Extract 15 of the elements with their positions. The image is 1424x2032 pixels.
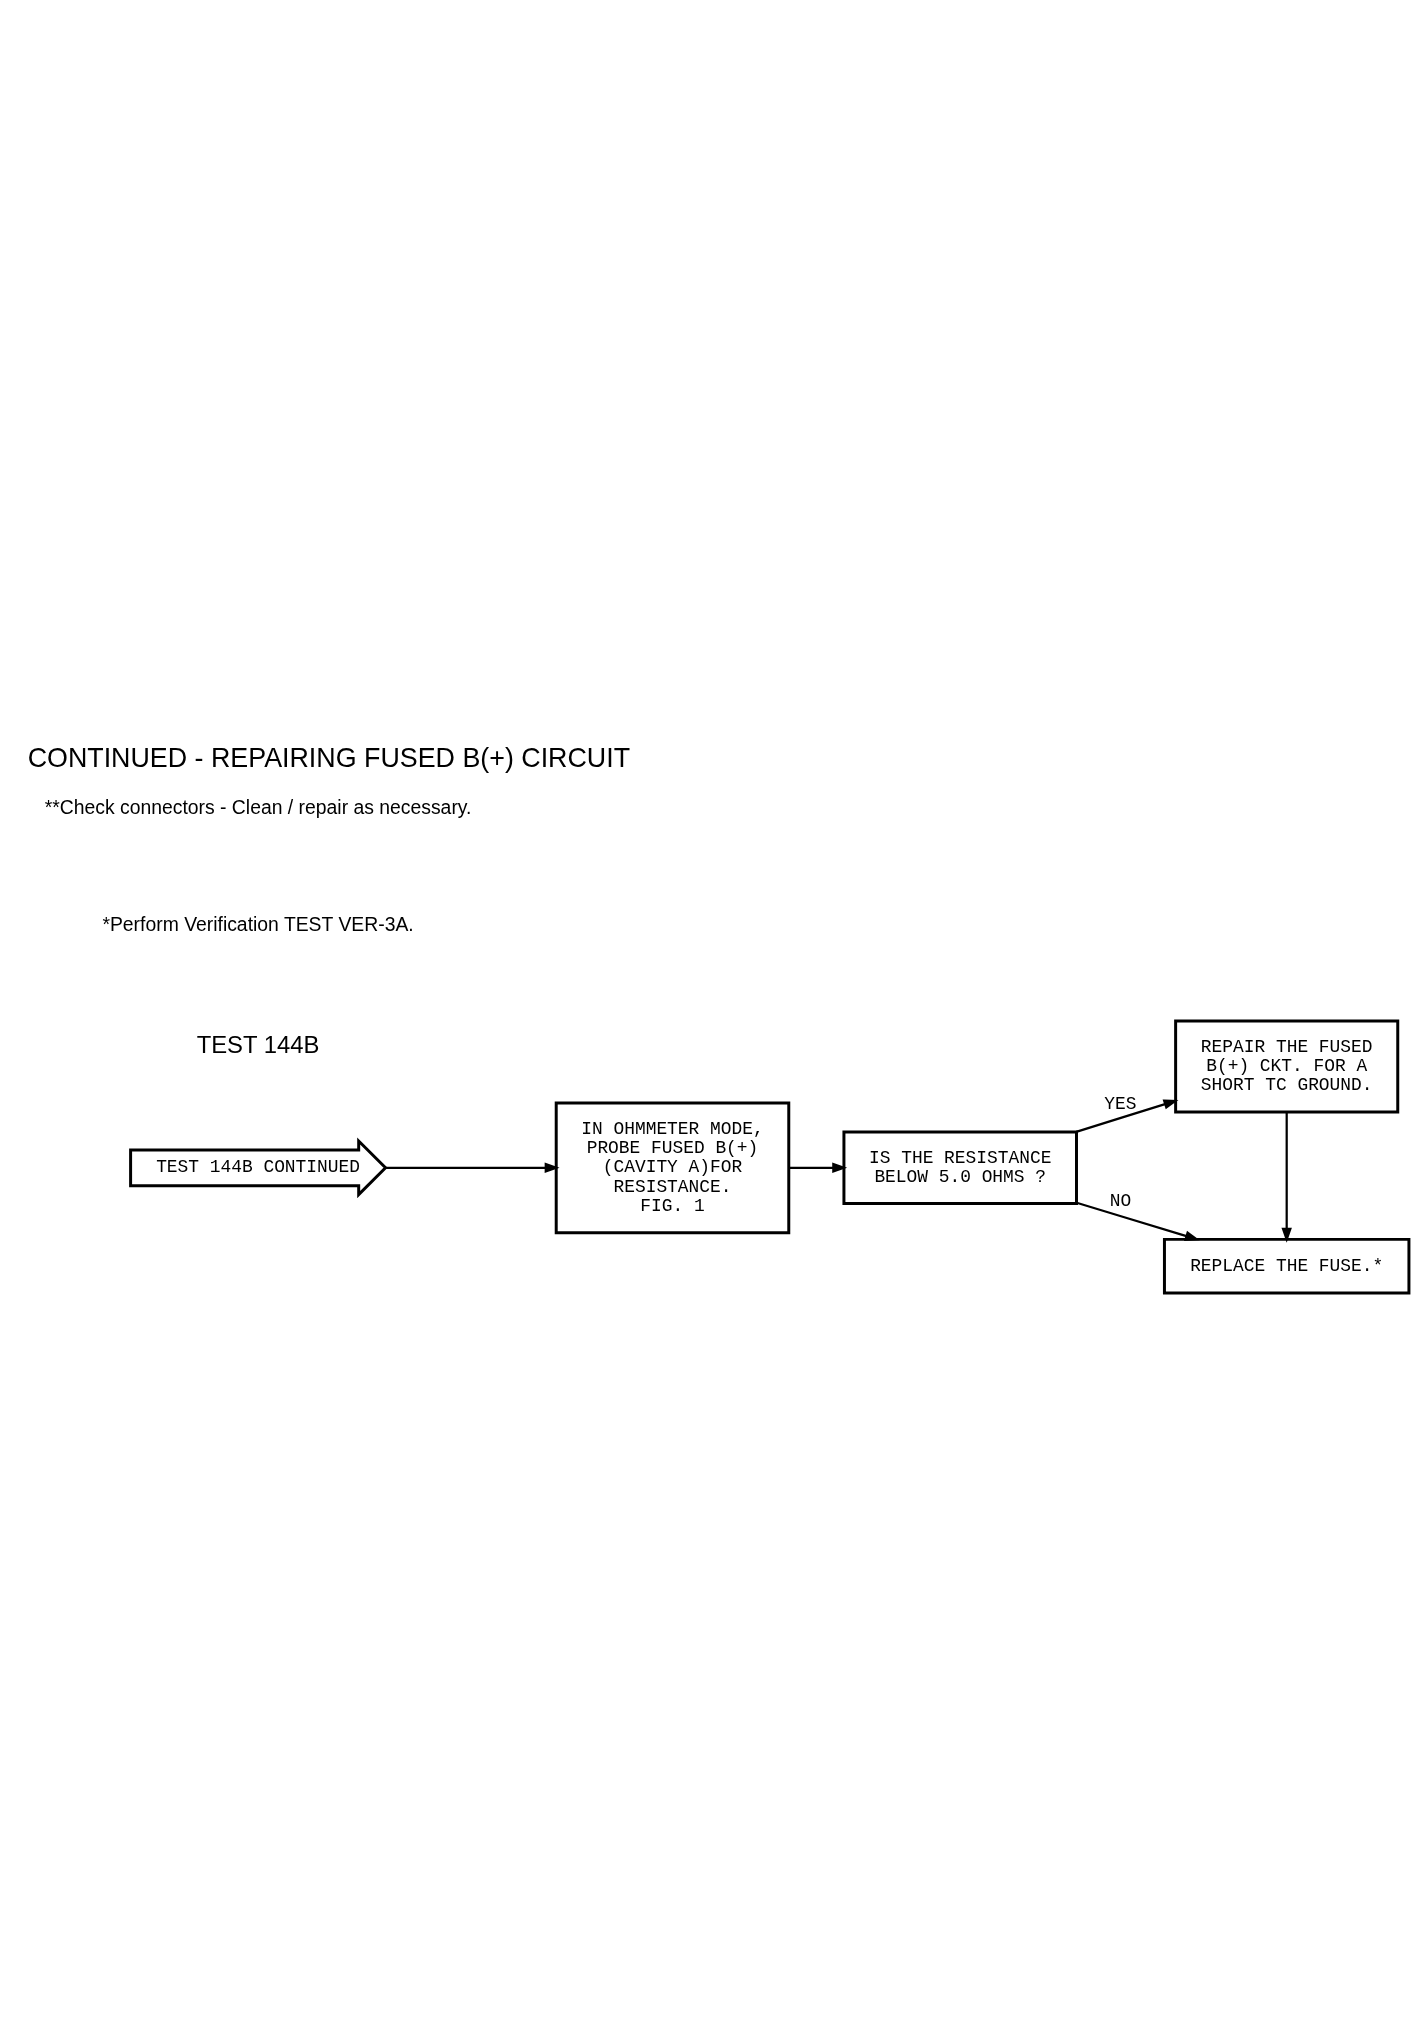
edge-label: YES [1104, 1093, 1137, 1114]
diagram-title: CONTINUED - REPAIRING FUSED B(+) CIRCUIT [27, 742, 631, 773]
arrow [789, 1162, 848, 1173]
label: **Check connectors - Clean / repair as necessary. [44, 795, 472, 818]
node-box: REPAIR THE FUSED B(+) CKT. FOR A SHORT TC GROUND. [1174, 1019, 1400, 1113]
node-box: REPLACE THE FUSE.* [1162, 1237, 1411, 1295]
arrow [1281, 1111, 1292, 1243]
label: TEST 144B [196, 1030, 320, 1058]
arrow [385, 1162, 560, 1173]
node-box: IN OHMMETER MODE, PROBE FUSED B(+) (CAVITY A)FOR RESISTANCE. FIG. 1 [554, 1100, 791, 1234]
arrow [1076, 1201, 1200, 1241]
node-box: IS THE RESISTANCE BELOW 5.0 OHMS ? [842, 1130, 1078, 1205]
arrow [1075, 1098, 1179, 1133]
label: *Perform Verification TEST VER-3A. [102, 912, 414, 935]
edge-label: NO [1109, 1190, 1132, 1211]
